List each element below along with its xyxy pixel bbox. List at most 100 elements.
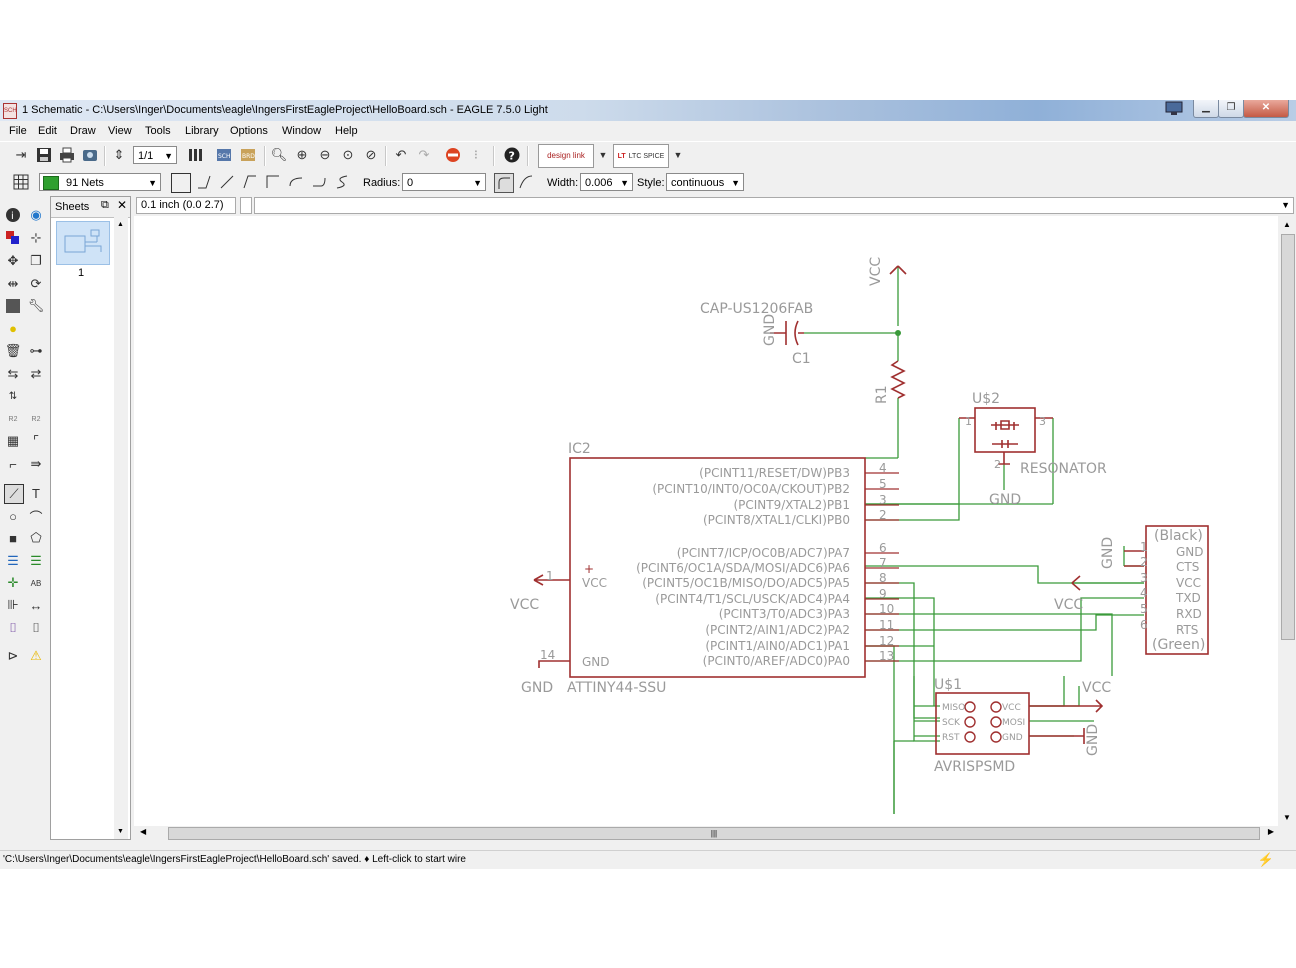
switch-board-icon[interactable]: SCH: [216, 146, 234, 164]
help-icon[interactable]: ?: [503, 146, 521, 164]
menu-library[interactable]: Library: [185, 125, 219, 137]
switch-brd-icon[interactable]: BRD: [240, 146, 258, 164]
style-select[interactable]: continuous▼: [666, 173, 744, 191]
zoom-fit-icon[interactable]: 🔍︎: [270, 147, 288, 162]
info-icon[interactable]: i: [4, 206, 22, 224]
radius-input[interactable]: 0▼: [402, 173, 486, 191]
stop-command-icon[interactable]: ⚡: [1257, 852, 1274, 867]
menu-tools[interactable]: Tools: [145, 125, 171, 137]
close-button[interactable]: ✕: [1243, 100, 1289, 118]
gateswap-icon[interactable]: ⇅: [8, 390, 18, 402]
circle-icon[interactable]: ○: [9, 508, 17, 524]
show-icon[interactable]: ◉: [30, 207, 42, 222]
go-icon[interactable]: ⁝: [473, 147, 479, 162]
attribute-icon[interactable]: ⊪: [7, 597, 19, 612]
value-icon[interactable]: R2: [31, 415, 41, 423]
replace-icon[interactable]: ⇄: [30, 366, 42, 381]
horizontal-scrollbar[interactable]: ◀ ||| ▶: [134, 826, 1278, 840]
vertical-scrollbar[interactable]: ▲ ▼: [1279, 216, 1296, 826]
wire-bend-2-icon[interactable]: [218, 173, 236, 191]
use-library-icon[interactable]: [187, 146, 205, 164]
command-line-input[interactable]: ▼: [254, 197, 1294, 214]
junction-icon[interactable]: ✛: [7, 575, 19, 590]
monitor-icon[interactable]: [1163, 100, 1185, 117]
mirror-icon[interactable]: ⇹: [7, 276, 19, 291]
menu-options[interactable]: Options: [230, 125, 268, 137]
arc-corner-icon[interactable]: [517, 173, 535, 191]
rotate-icon[interactable]: ⟳: [30, 276, 42, 291]
sheet-select[interactable]: 1/1▼: [133, 146, 177, 164]
maximize-button[interactable]: ❐: [1218, 100, 1244, 118]
design-link-dropdown-icon[interactable]: ▼: [598, 150, 608, 160]
bus-icon[interactable]: ☰: [7, 553, 19, 568]
grid-icon[interactable]: [12, 173, 30, 191]
wire-icon[interactable]: ⟋: [4, 484, 24, 504]
sheets-scrollbar[interactable]: ▲ ▼: [114, 217, 128, 839]
ltc-spice-dropdown-icon[interactable]: ▼: [673, 150, 683, 160]
split-icon[interactable]: ⌐: [9, 456, 17, 472]
undo-icon[interactable]: ↶: [395, 147, 407, 162]
smash-icon[interactable]: ▦: [6, 433, 20, 448]
command-history-dropdown-icon[interactable]: ▼: [1281, 200, 1290, 210]
display-icon[interactable]: [4, 229, 22, 247]
erc-icon[interactable]: ⊳: [7, 648, 19, 663]
float-panel-icon[interactable]: ⧉: [101, 199, 109, 211]
paste-icon[interactable]: ●: [9, 320, 17, 336]
cam-processor-icon[interactable]: [81, 146, 99, 164]
errors-icon[interactable]: ⚠: [30, 648, 42, 663]
save-icon[interactable]: [35, 146, 53, 164]
sheet-icon[interactable]: ⇕: [113, 147, 125, 162]
move-icon[interactable]: ✥: [7, 253, 19, 268]
horizontal-scroll-thumb[interactable]: |||: [168, 827, 1260, 840]
text-icon[interactable]: T: [32, 485, 40, 501]
menu-view[interactable]: View: [108, 125, 132, 137]
zoom-redraw-icon[interactable]: ⊙: [342, 147, 354, 162]
zoom-out-icon[interactable]: ⊖: [319, 147, 331, 162]
menu-edit[interactable]: Edit: [38, 125, 57, 137]
wire-bend-3-icon[interactable]: [241, 173, 259, 191]
wire-bend-1-icon[interactable]: [195, 173, 213, 191]
sheet-thumbnail[interactable]: [56, 221, 110, 265]
schematic-canvas[interactable]: VCC CAP-US1206FAB GND C1 R1 U$2 RESONATO…: [134, 216, 1278, 826]
menu-draw[interactable]: Draw: [70, 125, 96, 137]
width-input[interactable]: 0.006▼: [580, 173, 633, 191]
wire-bend-4-icon[interactable]: [264, 173, 282, 191]
menu-file[interactable]: File: [9, 125, 27, 137]
vertical-scroll-thumb[interactable]: [1281, 234, 1295, 640]
pinswap-icon[interactable]: ⇆: [7, 366, 19, 381]
close-panel-icon[interactable]: ✕: [117, 198, 128, 212]
delete-icon[interactable]: 🗑︎: [4, 343, 22, 358]
wire-bend-6-icon[interactable]: [310, 173, 328, 191]
pin-icon[interactable]: ⌷: [32, 620, 40, 635]
mark-icon[interactable]: ⊹: [30, 230, 42, 245]
net-icon[interactable]: ☰: [30, 553, 42, 568]
dimension-icon[interactable]: ↔: [29, 597, 43, 613]
design-link-button[interactable]: design link: [538, 144, 594, 168]
open-icon[interactable]: ⇥: [15, 147, 27, 162]
invoke-icon[interactable]: ⇛: [30, 456, 42, 471]
rect-icon[interactable]: ■: [9, 530, 17, 546]
label-icon[interactable]: AB: [30, 578, 42, 588]
zoom-in-icon[interactable]: ⊕: [296, 147, 308, 162]
menu-help[interactable]: Help: [335, 125, 358, 137]
wire-bend-7-icon[interactable]: [333, 173, 351, 191]
round-corner-icon[interactable]: [494, 173, 514, 193]
name-icon[interactable]: R2: [8, 415, 18, 423]
zoom-select-icon[interactable]: ⊘: [365, 147, 377, 162]
add-icon[interactable]: ⊶: [29, 343, 43, 358]
miter-icon[interactable]: ⌜: [32, 433, 40, 448]
change-icon[interactable]: 🔧︎: [27, 298, 45, 313]
schematic-drawing[interactable]: VCC CAP-US1206FAB GND C1 R1 U$2 RESONATO…: [134, 216, 1278, 826]
redo-icon[interactable]: ↷: [418, 147, 430, 162]
wire-bend-5-icon[interactable]: [287, 173, 305, 191]
copy-icon[interactable]: ❐: [30, 253, 42, 268]
minimize-button[interactable]: ▁: [1193, 100, 1219, 118]
arc-icon[interactable]: ⌒: [29, 509, 43, 525]
layer-select[interactable]: 91 Nets▼: [39, 173, 161, 191]
print-icon[interactable]: [58, 146, 76, 164]
polygon-icon[interactable]: ⬠: [30, 530, 42, 545]
frame-icon[interactable]: ⌷: [9, 620, 17, 635]
menu-window[interactable]: Window: [282, 125, 322, 137]
group-icon[interactable]: [4, 297, 22, 315]
